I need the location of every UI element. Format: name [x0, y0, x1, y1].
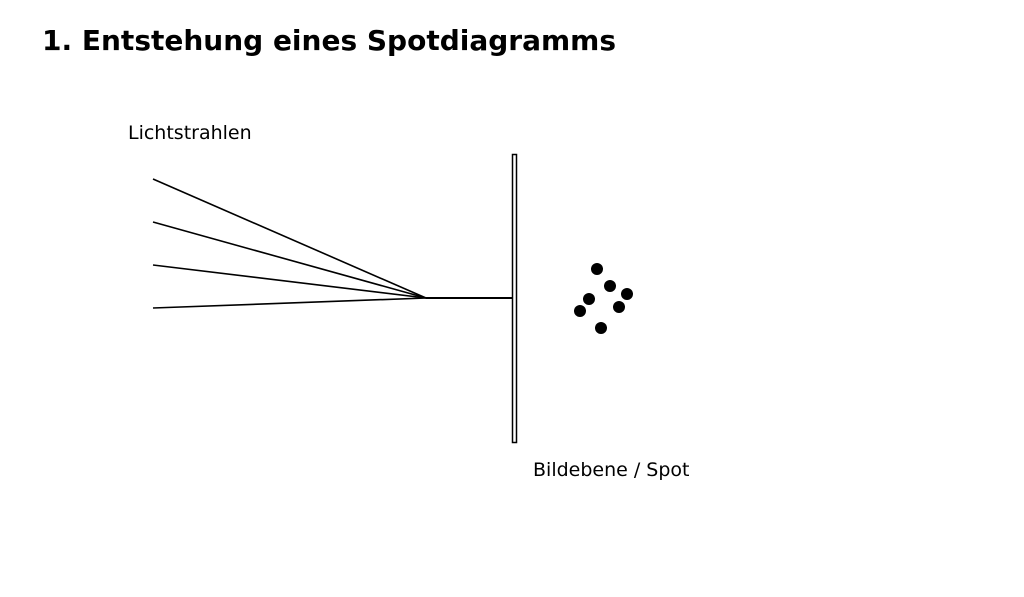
- light-rays: [152, 178, 427, 309]
- image-plane-label: Bildebene / Spot: [533, 459, 690, 481]
- spot-point: [613, 301, 625, 313]
- image-plane: [511, 153, 518, 444]
- light-ray: [152, 264, 427, 299]
- spot-point: [604, 280, 616, 292]
- spot-point: [574, 305, 586, 317]
- slide-title: 1. Entstehung eines Spotdiagramms: [42, 24, 616, 57]
- rays-label: Lichtstrahlen: [128, 122, 252, 144]
- spot-point: [591, 263, 603, 275]
- spot-points: [574, 263, 633, 334]
- spot-point: [621, 288, 633, 300]
- spot-point: [595, 322, 607, 334]
- spot-point: [583, 293, 595, 305]
- light-ray: [152, 178, 427, 299]
- light-ray: [152, 221, 427, 299]
- light-ray: [152, 297, 427, 309]
